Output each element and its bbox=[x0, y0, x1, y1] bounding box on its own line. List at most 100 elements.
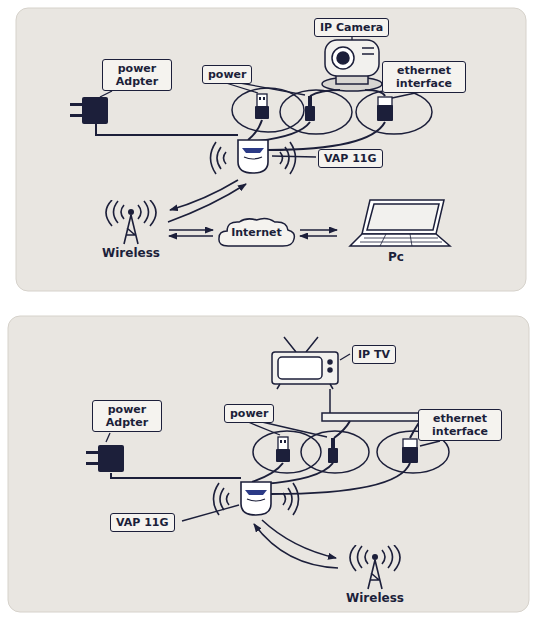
node-label: VAP 11G bbox=[116, 516, 169, 529]
arrow-line bbox=[169, 229, 213, 231]
node-label: Pc bbox=[340, 250, 452, 264]
callout-box: ethernet interface bbox=[418, 409, 502, 441]
leader-line bbox=[100, 36, 420, 157]
node-label: Wireless bbox=[96, 246, 166, 260]
tv-figure bbox=[284, 337, 318, 352]
antenna-icon bbox=[382, 550, 385, 564]
antenna-icon bbox=[124, 215, 138, 244]
antenna-icon bbox=[106, 200, 112, 226]
antenna-icon bbox=[340, 545, 410, 591]
ip-camera-figure bbox=[322, 40, 382, 91]
card bbox=[8, 316, 529, 612]
tv-figure bbox=[328, 368, 332, 372]
leader-line bbox=[182, 505, 239, 521]
wireless-antenna: Wireless bbox=[96, 200, 166, 260]
antenna-icon bbox=[372, 554, 378, 560]
leader-line bbox=[106, 354, 440, 521]
antenna-icon bbox=[365, 550, 368, 564]
vap-device bbox=[238, 140, 268, 173]
cable bbox=[271, 463, 410, 494]
antenna-icon bbox=[350, 545, 356, 571]
cable bbox=[268, 122, 385, 150]
arrow-line bbox=[300, 229, 337, 231]
antenna-icon bbox=[150, 200, 156, 226]
callout-box: ethernet interface bbox=[382, 61, 466, 93]
node-label: power Adpter bbox=[108, 62, 166, 88]
wifi-waves bbox=[283, 483, 299, 515]
antenna-icon bbox=[394, 545, 400, 571]
node-label: power Adpter bbox=[98, 403, 156, 429]
cable bbox=[258, 122, 310, 141]
node-label: IP TV bbox=[358, 348, 390, 361]
leader-line bbox=[226, 83, 258, 93]
internet-cloud: Internet bbox=[216, 216, 297, 250]
antenna-icon bbox=[96, 200, 166, 246]
cable bbox=[252, 463, 283, 482]
laptop-icon bbox=[367, 204, 439, 230]
cable bbox=[262, 463, 333, 484]
laptop-icon bbox=[340, 198, 452, 250]
wifi-waves bbox=[211, 142, 227, 174]
callout-box: VAP 11G bbox=[318, 149, 383, 168]
node-label: power bbox=[230, 407, 268, 420]
dc-plug bbox=[328, 438, 338, 463]
wireless-antenna: Wireless bbox=[340, 545, 410, 605]
wifi-waves bbox=[214, 483, 230, 515]
cable bbox=[96, 124, 238, 135]
node-label: ethernet interface bbox=[388, 64, 460, 90]
antenna-icon bbox=[106, 200, 156, 244]
wifi-waves bbox=[280, 142, 296, 174]
ethernet-plug bbox=[377, 97, 393, 121]
antenna-icon bbox=[368, 560, 382, 589]
dc-plug bbox=[305, 96, 315, 121]
power-adapter bbox=[70, 97, 108, 124]
node-label: IP Camera bbox=[320, 21, 383, 34]
tv-figure bbox=[328, 360, 332, 364]
wireless-arrow bbox=[254, 524, 338, 568]
callout-box: power Adpter bbox=[102, 59, 172, 91]
callout-box: VAP 11G bbox=[110, 513, 175, 532]
power-adapter bbox=[86, 445, 124, 472]
usb-plug bbox=[255, 94, 269, 119]
node-label: power bbox=[208, 68, 246, 81]
node-label: Internet bbox=[216, 216, 297, 250]
laptop-icon bbox=[362, 200, 444, 234]
cable bbox=[248, 120, 262, 140]
ip-camera-figure bbox=[332, 47, 354, 69]
arrow-line bbox=[169, 235, 213, 237]
antenna-icon bbox=[388, 546, 393, 568]
laptop-icon bbox=[360, 234, 442, 246]
wireless-arrow bbox=[254, 520, 338, 568]
antenna-icon bbox=[350, 545, 400, 589]
laptop-pc: Pc bbox=[340, 198, 452, 264]
antenna-icon bbox=[128, 209, 134, 215]
wireless-arrow bbox=[262, 520, 336, 558]
vap-device bbox=[241, 482, 271, 515]
tv-figure bbox=[329, 389, 331, 413]
plug-circle bbox=[356, 90, 432, 134]
ip-camera-figure bbox=[337, 52, 349, 64]
callout-box: power bbox=[202, 65, 252, 84]
node-label: VAP 11G bbox=[324, 152, 377, 165]
leader-line bbox=[106, 433, 110, 442]
callout-box: IP TV bbox=[352, 345, 396, 364]
ethernet-plug bbox=[402, 439, 418, 463]
plug-circle bbox=[232, 88, 432, 134]
tv-figure bbox=[278, 357, 322, 379]
leader-line bbox=[100, 91, 112, 97]
leader-line bbox=[248, 422, 280, 435]
antenna-icon bbox=[138, 205, 141, 219]
leader-line bbox=[272, 156, 316, 157]
tv-figure bbox=[277, 384, 333, 389]
ip-camera-figure bbox=[362, 48, 374, 54]
wireless-arrow bbox=[168, 180, 246, 222]
antenna-icon bbox=[358, 546, 363, 568]
plug-circle bbox=[280, 90, 352, 134]
cable bbox=[310, 90, 340, 96]
wireless-arrow bbox=[168, 184, 246, 222]
ip-camera-figure bbox=[325, 40, 379, 76]
connector-arrow bbox=[300, 230, 337, 236]
